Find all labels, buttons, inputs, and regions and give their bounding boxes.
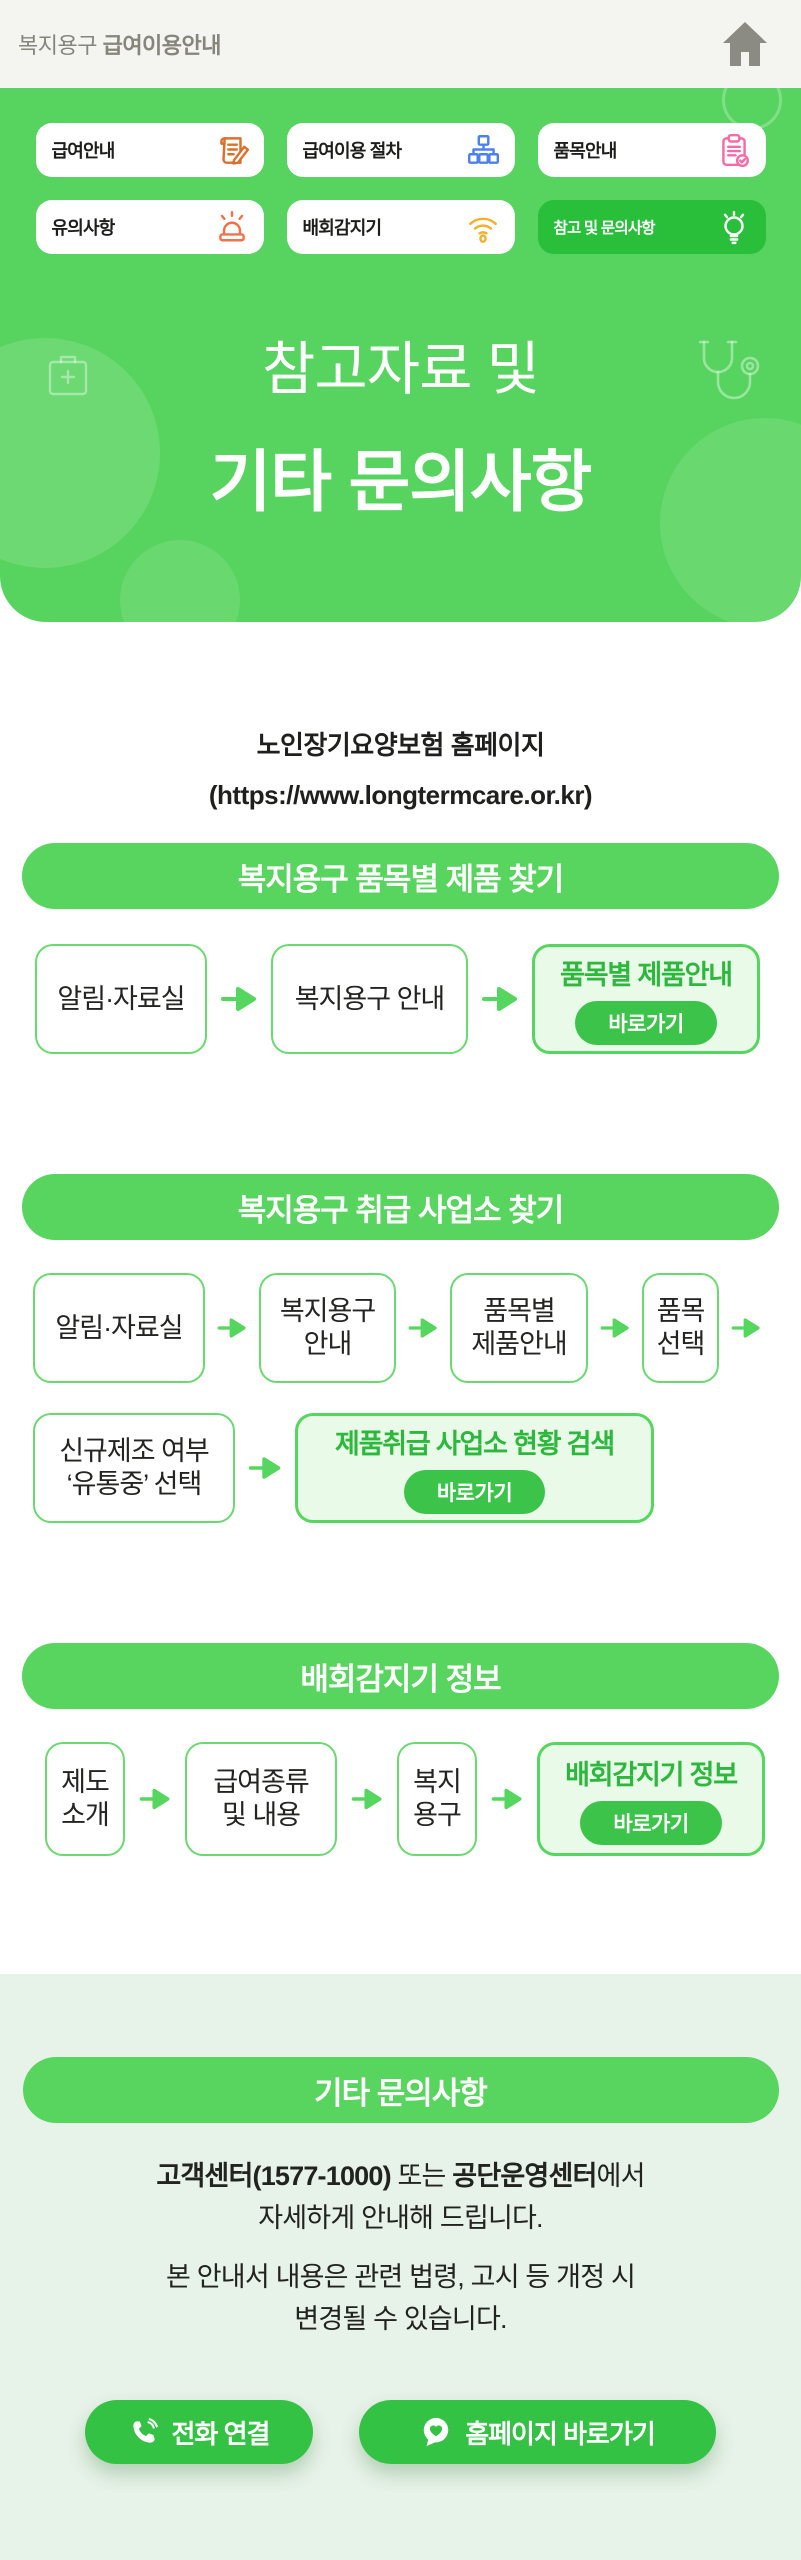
footer-buttons: 전화 연결 홈페이지 바로가기 <box>85 2400 716 2464</box>
section-title-product-search: 복지용구 품목별 제품 찾기 <box>22 843 779 909</box>
flow-step: 복지용구 안내 <box>259 1273 396 1383</box>
contact-paragraph: 고객센터(1577-1000) 또는 공단운영센터에서 자세하게 안내해 드립니… <box>156 2155 645 2239</box>
flow-step: 급여종류 및 내용 <box>185 1742 337 1856</box>
flow-wander-detector: 제도 소개 급여종류 및 내용 복지 용구 배회감지기 정보 바로가기 <box>0 1742 801 1856</box>
footer-section: 기타 문의사항 고객센터(1577-1000) 또는 공단운영센터에서 자세하게… <box>0 1974 801 2560</box>
section-title-vendor-search: 복지용구 취급 사업소 찾기 <box>22 1174 779 1240</box>
flow-step: 제도 소개 <box>45 1742 125 1856</box>
arrow-right-icon <box>482 987 517 1011</box>
hero-title-line2: 기타 문의사항 <box>209 445 592 520</box>
nav-item-benefit-guide[interactable]: 급여안내 <box>35 123 264 177</box>
pin-heart-icon <box>423 2417 449 2447</box>
notice-line2: 변경될 수 있습니다. <box>294 2304 507 2334</box>
home-icon[interactable] <box>719 19 771 69</box>
shortcut-button[interactable]: 바로가기 <box>580 1801 722 1845</box>
notice-line1: 본 안내서 내용은 관련 법령, 고시 등 개정 시 <box>166 2262 636 2292</box>
flow-step: 알림·자료실 <box>33 1273 205 1383</box>
shortcut-button[interactable]: 바로가기 <box>575 1001 717 1045</box>
lightbulb-icon <box>723 210 744 245</box>
section-nav: 급여안내 급여이용 절차 품목안내 <box>0 123 801 254</box>
flow-step: 품목별 제품안내 <box>450 1273 588 1383</box>
arrow-right-icon <box>351 1788 382 1810</box>
homepage-note-line1: 노인장기요양보험 홈페이지 <box>256 730 545 760</box>
arrow-right-icon <box>600 1318 629 1338</box>
flow-vendor-search-row1: 알림·자료실 복지용구 안내 품목별 제품안내 품목 선택 <box>0 1273 801 1383</box>
nav-item-cautions[interactable]: 유의사항 <box>35 200 264 254</box>
homepage-note-line2: (https://www.longtermcare.or.kr) <box>208 780 593 810</box>
flow-step: 알림·자료실 <box>35 944 207 1054</box>
hero-title: 참고자료 및 기타 문의사항 <box>0 322 801 525</box>
nav-label: 급여안내 <box>51 141 116 161</box>
nav-label: 급여이용 절차 <box>302 141 403 161</box>
nav-item-reference-inquiries[interactable]: 참고 및 문의사항 <box>537 200 766 254</box>
deco-circle <box>120 540 240 622</box>
section-title-other-inquiries: 기타 문의사항 <box>22 2057 779 2123</box>
homepage-note: 노인장기요양보험 홈페이지 (https://www.longtermcare.… <box>0 720 801 820</box>
call-button-label: 전화 연결 <box>171 2418 271 2449</box>
flow-step: 품목 선택 <box>642 1273 719 1383</box>
shortcut-button[interactable]: 바로가기 <box>403 1470 546 1514</box>
hero-banner: 급여안내 급여이용 절차 품목안내 <box>0 88 801 622</box>
flow-vendor-search-row2: 신규제조 여부 ‘유통중’ 선택 제품취급 사업소 현황 검색 바로가기 <box>0 1413 801 1523</box>
document-pencil-icon <box>219 137 249 165</box>
flow-highlight-wander-info: 배회감지기 정보 바로가기 <box>537 1742 765 1856</box>
flow-product-search: 알림·자료실 복지용구 안내 품목별 제품안내 바로가기 <box>0 944 801 1054</box>
operation-center: 공단운영센터 <box>452 2161 597 2191</box>
arrow-right-icon <box>491 1788 522 1810</box>
nav-item-usage-procedure[interactable]: 급여이용 절차 <box>286 123 515 177</box>
nav-label: 참고 및 문의사항 <box>553 220 656 237</box>
wifi-icon <box>468 217 497 244</box>
flow-highlight-product-guide: 품목별 제품안내 바로가기 <box>532 944 760 1054</box>
flow-step: 복지용구 안내 <box>271 944 468 1054</box>
flow-step: 복지 용구 <box>397 1742 477 1856</box>
clipboard-check-icon <box>721 133 749 168</box>
arrow-right-icon <box>139 1788 170 1810</box>
stethoscope-icon <box>698 340 760 400</box>
nav-item-item-guide[interactable]: 품목안내 <box>537 123 766 177</box>
homepage-button-label: 홈페이지 바로가기 <box>465 2418 656 2449</box>
section-title-wander-detector-info: 배회감지기 정보 <box>22 1643 779 1709</box>
flow-highlight-vendor-status: 제품취급 사업소 현황 검색 바로가기 <box>295 1413 654 1523</box>
nav-label: 품목안내 <box>553 141 618 161</box>
notice-paragraph: 본 안내서 내용은 관련 법령, 고시 등 개정 시 변경될 수 있습니다. <box>166 2256 636 2340</box>
highlight-title: 품목별 제품안내 <box>560 960 733 990</box>
nav-item-wander-detector[interactable]: 배회감지기 <box>286 200 515 254</box>
arrow-right-icon <box>408 1318 437 1338</box>
first-aid-kit-icon <box>48 355 88 396</box>
highlight-title: 배회감지기 정보 <box>565 1760 738 1790</box>
flow-step: 신규제조 여부 ‘유통중’ 선택 <box>33 1413 235 1523</box>
nav-label: 배회감지기 <box>302 218 383 238</box>
hero-title-line1: 참고자료 및 <box>262 337 540 402</box>
top-bar: 복지용구 급여이용안내 <box>0 0 801 88</box>
arrow-right-icon <box>217 1318 246 1338</box>
contact-paragraph-line2: 자세하게 안내해 드립니다. <box>258 2203 543 2233</box>
flowchart-icon <box>467 135 499 164</box>
arrow-right-icon <box>731 1318 760 1338</box>
phone-icon <box>132 2418 158 2443</box>
homepage-button[interactable]: 홈페이지 바로가기 <box>359 2400 716 2464</box>
call-button[interactable]: 전화 연결 <box>85 2400 313 2464</box>
siren-icon <box>218 210 245 242</box>
customer-center-number: 고객센터(1577-1000) <box>156 2161 391 2191</box>
nav-label: 유의사항 <box>51 218 116 238</box>
highlight-title: 제품취급 사업소 현황 검색 <box>335 1429 615 1459</box>
arrow-right-icon <box>221 987 256 1011</box>
arrow-right-icon <box>248 1457 281 1479</box>
page-title: 복지용구 급여이용안내 <box>18 33 222 58</box>
